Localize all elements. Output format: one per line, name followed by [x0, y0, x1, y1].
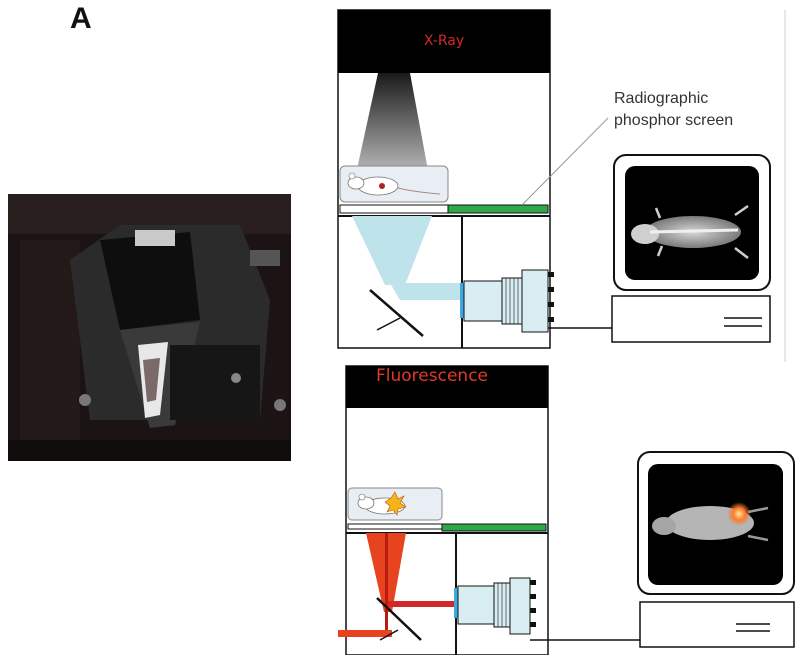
- xray-mouse-image: [631, 204, 749, 259]
- phosphor-screen-fluor: [441, 523, 547, 532]
- xray-transmitted-light: [352, 216, 432, 285]
- panel-letter: A: [70, 2, 92, 35]
- fluorescence-source: [346, 366, 548, 408]
- mirror: [369, 289, 424, 337]
- fluorescence-apparatus: [338, 365, 640, 655]
- phosphor-screen: [447, 204, 549, 214]
- fluorescence-hotspot: [727, 502, 751, 526]
- fluorescence-mouse-image: [652, 502, 769, 542]
- fluorescence-label: Fluorescence: [376, 366, 488, 386]
- fluorescence-monitor: [637, 451, 795, 648]
- mouse-icon-fluor: [357, 491, 407, 516]
- ccd-camera-fluor: [454, 577, 536, 635]
- screen-leader-line: [521, 117, 609, 206]
- xray-monitor: [611, 154, 771, 343]
- screen-label: Radiographic phosphor screen: [614, 88, 733, 132]
- screen-label-line2: phosphor screen: [614, 112, 734, 129]
- mirror-fluor: [376, 597, 422, 641]
- mouse-icon: [347, 172, 441, 196]
- xray-apparatus: [337, 9, 614, 349]
- screen-label-line1: Radiographic: [614, 90, 709, 107]
- imaging-system-photo: [8, 194, 291, 461]
- ccd-camera: [460, 269, 554, 333]
- xray-source: [338, 10, 550, 73]
- xray-beam: [352, 73, 432, 192]
- xray-label: X-Ray: [423, 33, 465, 49]
